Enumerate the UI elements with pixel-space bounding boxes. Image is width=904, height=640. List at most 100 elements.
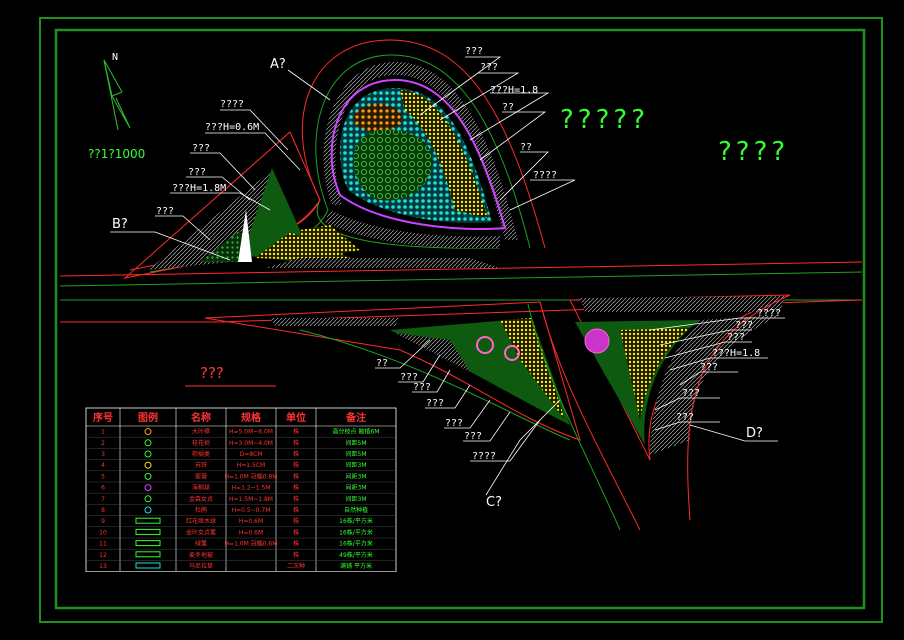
legend-cell: 杜鹃: [195, 506, 207, 514]
legend-cell: 桂花树: [192, 439, 210, 447]
outer-frame: [39, 17, 883, 623]
section-b-label: B?: [112, 217, 128, 232]
legend-header-3: 规格: [241, 411, 262, 424]
interchange-a: [129, 39, 546, 273]
legend-cell: 16株/平方米: [339, 528, 373, 536]
legend-cell: 3: [101, 451, 105, 458]
legend-cell: H=0.6M: [239, 529, 263, 536]
legend-swatch-icon: [135, 517, 161, 524]
legend-cell: H=1.5CM: [237, 462, 265, 469]
legend-cell: 金叶女贞篱: [186, 528, 216, 536]
callout-d-5: ???: [700, 362, 718, 373]
legend-cell: 海桐球: [192, 484, 210, 492]
legend-cell: H=1.0M 冠幅0.8M: [225, 472, 278, 480]
legend-cell: 二次种: [287, 562, 305, 570]
legend-symbol-icon: [144, 450, 152, 458]
callout-d-6: ???: [682, 388, 700, 399]
scale-label: ??1?1000: [88, 147, 145, 161]
legend-symbol-icon: [144, 472, 152, 480]
section-d-label: D?: [746, 426, 763, 441]
callout-d-4: ???H=1.8: [712, 348, 760, 359]
legend-cell: 株: [293, 439, 299, 447]
legend-cell: 大叶樟: [192, 428, 210, 436]
legend-cell: H=5.0M~6.0M: [229, 429, 273, 436]
legend-header-4: 单位: [286, 411, 306, 424]
legend-swatch-icon: [135, 540, 161, 547]
callout-c-6: ???: [464, 431, 482, 442]
legend-symbol-icon: [144, 439, 152, 447]
legend-cell: 马尼拉草: [189, 562, 213, 570]
legend-cell: 8: [101, 507, 105, 514]
north-arrow-icon: [103, 59, 131, 131]
callout-d-1: ????: [757, 308, 781, 319]
callout-c-4: ???: [426, 398, 444, 409]
legend-cell: 间距5M: [346, 450, 367, 458]
legend-cell: 紫薇: [195, 472, 207, 480]
legend-cell: 间距3M: [346, 484, 367, 492]
callout-c-5: ???: [445, 418, 463, 429]
interchange-c: [204, 301, 641, 531]
legend-cell: H=0.5~0.7M: [232, 507, 271, 514]
legend-cell: H=1.2~1.5M: [232, 485, 271, 492]
legend-header-0: 序号: [93, 411, 113, 424]
callout-b-3: ???: [192, 143, 210, 154]
legend-cell: 株: [293, 472, 299, 480]
callout-b-5: ???H=1.8M: [172, 183, 226, 194]
legend-symbol-icon: [144, 484, 152, 492]
section-a-label: A?: [270, 57, 286, 72]
legend-cell: 1: [101, 429, 105, 436]
legend-cell: 株: [293, 528, 299, 536]
callout-b-2: ???H=0.6M: [205, 122, 259, 133]
callout-d-3: ???: [727, 332, 745, 343]
legend-cell: 满铺 平方米: [340, 562, 372, 570]
legend-header-5: 备注: [345, 411, 366, 424]
callout-a-4: ??: [502, 102, 514, 113]
legend-cell: 10: [99, 529, 107, 536]
legend-symbol-icon: [144, 495, 152, 503]
callout-a-2: ???: [480, 62, 498, 73]
legend-title: ???: [200, 364, 224, 382]
legend-cell: 6: [101, 485, 105, 492]
legend-cell: D=8CM: [240, 451, 263, 458]
legend-header-2: 名称: [191, 411, 211, 424]
legend-cell: 株: [293, 428, 299, 436]
legend-cell: 株: [293, 506, 299, 514]
legend-cell: 株: [293, 461, 299, 469]
legend-cell: 株: [293, 495, 299, 503]
legend-cell: H=1.5M~1.8M: [229, 496, 273, 503]
legend-cell: 高分枝点 散植6M: [333, 428, 380, 436]
legend-symbol-icon: [144, 428, 152, 436]
inner-frame: [54, 28, 866, 610]
legend-swatch-icon: [135, 528, 161, 535]
legend-swatch-icon: [135, 551, 161, 558]
callout-d-7: ???: [676, 412, 694, 423]
legend-cell: H=3.0M~4.0M: [229, 440, 273, 447]
legend-cell: H=0.6M: [239, 518, 263, 525]
legend-cell: 13: [99, 563, 107, 570]
legend-swatch-icon: [135, 562, 161, 569]
callout-a-6: ????: [533, 170, 557, 181]
legend-cell: 红花继木球: [186, 517, 216, 525]
legend-cell: 株: [293, 540, 299, 548]
legend-symbol-icon: [144, 506, 152, 514]
callout-c-1: ??: [376, 358, 388, 369]
area-title-2: ????: [718, 137, 789, 167]
callout-b-6: ???: [156, 206, 174, 217]
main-highway: [59, 261, 863, 323]
legend-cell: H=1.0M 冠幅0.6M: [225, 540, 278, 548]
legend-cell: 9: [101, 518, 105, 525]
legend-cell: 间距3M: [346, 495, 367, 503]
legend-cell: 间距5M: [346, 439, 367, 447]
legend-cell: 16株/平方米: [339, 540, 373, 548]
legend-header-1: 图例: [138, 411, 158, 424]
legend-cell: 棕榈类: [192, 450, 210, 458]
legend-cell: 株: [293, 484, 299, 492]
area-title-1: ?????: [560, 105, 649, 135]
legend-cell: 16株/平方米: [339, 517, 373, 525]
legend-cell: 间距3M: [346, 461, 367, 469]
legend-cell: 苏铁: [195, 461, 207, 469]
legend-symbol-icon: [144, 461, 152, 469]
legend-cell: 11: [99, 541, 107, 548]
